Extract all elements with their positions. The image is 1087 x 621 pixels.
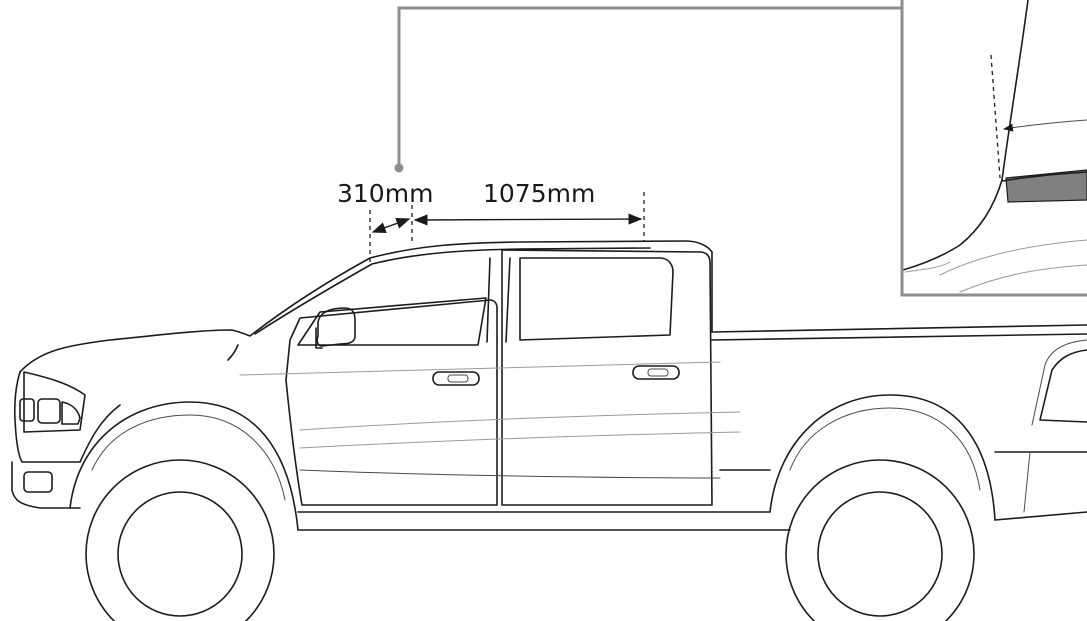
headlight-left bbox=[19, 398, 35, 422]
leader-dot bbox=[394, 163, 404, 173]
truck-upper-profile bbox=[19, 240, 713, 373]
truck-bed bbox=[711, 324, 1087, 341]
dimension-label-1075: 1075mm bbox=[483, 179, 595, 208]
leader-line bbox=[394, 6, 903, 173]
dimension-annotations: 310mm 1075mm bbox=[337, 179, 645, 262]
front-tire bbox=[85, 459, 275, 621]
fog-light bbox=[23, 471, 53, 493]
detail-inset bbox=[900, 0, 1087, 297]
pickup-truck-outline bbox=[11, 240, 1087, 621]
door-handle-rear bbox=[632, 365, 680, 380]
front-door bbox=[285, 299, 498, 506]
door-handle-front bbox=[432, 371, 480, 386]
rear-rim bbox=[817, 491, 943, 617]
a-pillar bbox=[227, 344, 239, 361]
front-wheel-arch bbox=[69, 401, 299, 531]
tail-light bbox=[1039, 349, 1087, 423]
rocker-panel bbox=[297, 511, 791, 531]
front-fascia bbox=[13, 371, 121, 463]
dimension-label-310: 310mm bbox=[337, 179, 433, 208]
front-rim bbox=[117, 491, 243, 617]
dimension-arrow-310 bbox=[371, 218, 411, 233]
front-bumper bbox=[11, 461, 81, 509]
front-window bbox=[297, 297, 487, 346]
windshield-frame bbox=[254, 247, 651, 335]
side-mirror bbox=[316, 307, 356, 347]
rear-tire bbox=[785, 459, 975, 621]
dimension-arrow-1075 bbox=[413, 213, 643, 226]
headlight-right bbox=[37, 398, 61, 424]
rear-door bbox=[501, 249, 713, 506]
rear-window bbox=[519, 257, 674, 341]
rear-wheel-arch bbox=[769, 394, 996, 521]
